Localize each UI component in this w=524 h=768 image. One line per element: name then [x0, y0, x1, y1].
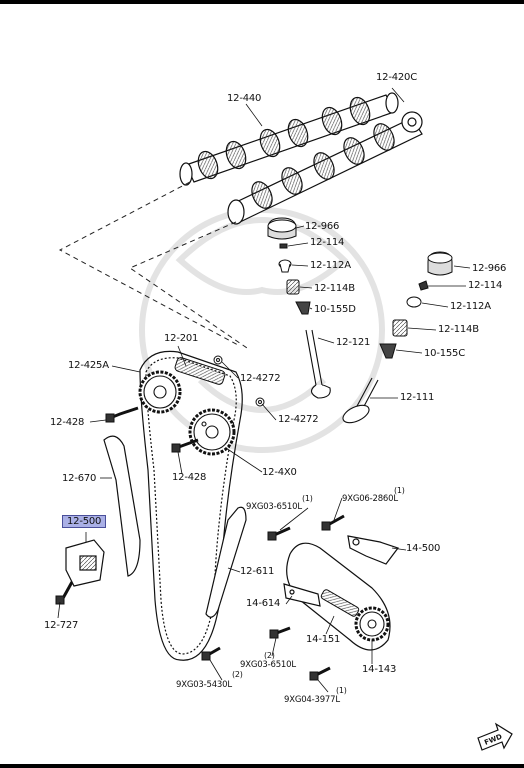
label-12-4x0: 12-4X0	[262, 467, 297, 478]
tensioner-14-500	[347, 535, 399, 565]
label-14-143: 14-143	[362, 664, 397, 675]
label-12-121: 12-121	[336, 337, 371, 348]
valve-train-right	[379, 251, 453, 359]
label-14-614: 14-614	[246, 598, 281, 609]
label-12-4272-a: 12-4272	[240, 373, 281, 384]
chain-links-upper	[174, 357, 226, 385]
label-9xg03-5430l: 9XG03-5430L	[176, 680, 232, 690]
label-9xg03-6510l-b: 9XG03-6510L	[240, 660, 296, 670]
top-rule	[0, 0, 524, 4]
label-12-966-b: 12-966	[472, 263, 507, 274]
reference-dashes	[58, 181, 251, 351]
camshaft-12-440	[179, 92, 399, 186]
sprocket-12-4x0	[188, 408, 236, 456]
label-12-500-highlighted[interactable]: 12-500	[62, 515, 107, 528]
chain-14-151	[320, 589, 360, 617]
label-14-500: 14-500	[406, 543, 441, 554]
label-12-114-a: 12-114	[310, 237, 345, 248]
label-12-440: 12-440	[227, 93, 262, 104]
label-10-155c: 10-155C	[424, 348, 466, 359]
label-12-112a-b: 12-112A	[450, 301, 491, 312]
label-12-420c: 12-420C	[376, 72, 418, 83]
fwd-arrow-icon: FWD	[477, 722, 513, 751]
note-2-b: (2)	[232, 670, 243, 679]
bolts	[55, 406, 345, 681]
label-12-114b-a: 12-114B	[314, 283, 355, 294]
label-12-670: 12-670	[62, 473, 97, 484]
valve-train-left	[267, 217, 311, 315]
label-12-727: 12-727	[44, 620, 79, 631]
label-12-611: 12-611	[240, 566, 275, 577]
label-12-114-b: 12-114	[468, 280, 503, 291]
label-10-155d: 10-155D	[314, 304, 356, 315]
valve-12-121	[305, 329, 331, 399]
bottom-rule	[0, 764, 524, 768]
leader-lines	[57, 87, 471, 693]
note-2-a: (2)	[264, 651, 275, 660]
sprocket-14-143	[354, 606, 390, 642]
label-12-201: 12-201	[164, 333, 199, 344]
note-1-b: (1)	[394, 486, 405, 495]
label-12-111: 12-111	[400, 392, 435, 403]
tensioner-12-500	[65, 539, 105, 587]
label-9xg06-2860l: 9XG06-2860L	[342, 494, 398, 504]
note-1-c: (1)	[336, 686, 347, 695]
label-9xg04-3977l: 9XG04-3977L	[284, 695, 340, 705]
valve-12-111	[342, 377, 379, 424]
note-1-a: (1)	[302, 494, 313, 503]
guide-12-670	[103, 435, 141, 577]
camshaft-12-420c	[227, 111, 423, 225]
label-12-966-a: 12-966	[305, 221, 340, 232]
label-12-114b-b: 12-114B	[438, 324, 479, 335]
label-12-428-a: 12-428	[50, 417, 85, 428]
label-12-112a-a: 12-112A	[310, 260, 351, 271]
label-14-151: 14-151	[306, 634, 341, 645]
label-12-4272-b: 12-4272	[278, 414, 319, 425]
sprocket-12-425a	[138, 370, 182, 414]
label-12-428-b: 12-428	[172, 472, 207, 483]
guide-12-611	[205, 506, 247, 618]
guide-14-614	[283, 583, 321, 607]
label-9xg03-6510l-a: 9XG03-6510L	[246, 502, 302, 512]
label-12-425a: 12-425A	[68, 360, 109, 371]
